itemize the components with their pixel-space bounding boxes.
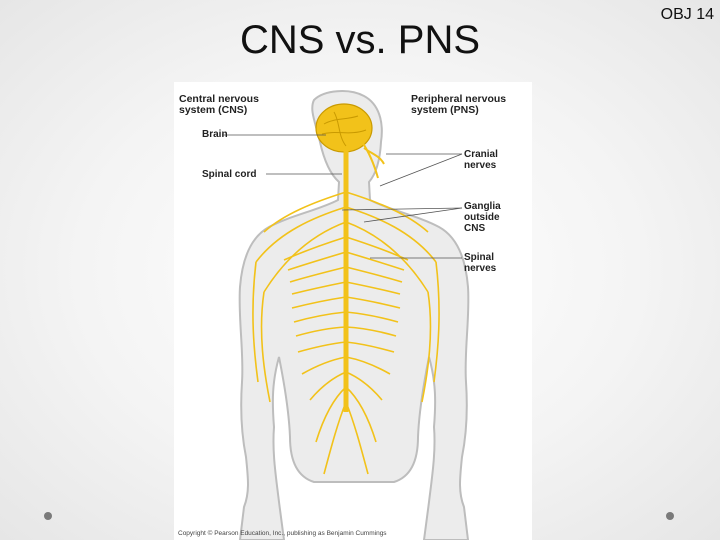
cranial-nerves-label: Cranial nerves — [464, 149, 498, 171]
cns-header: Central nervous system (CNS) — [179, 93, 259, 116]
left-corner-dot — [44, 512, 52, 520]
copyright-notice: Copyright © Pearson Education, Inc., pub… — [178, 530, 387, 537]
ganglia-label: Ganglia outside CNS — [464, 201, 501, 234]
objective-tag: OBJ 14 — [660, 6, 714, 23]
spinal-cord-label: Spinal cord — [202, 169, 257, 180]
pns-header: Peripheral nervous system (PNS) — [411, 93, 507, 116]
body-illustration — [222, 90, 470, 540]
brain-label: Brain — [202, 129, 228, 140]
body-outline — [238, 90, 470, 540]
nervous-system-figure: Central nervous system (CNS) Peripheral … — [174, 82, 532, 540]
right-corner-dot — [666, 512, 674, 520]
spinal-nerves-label: Spinal nerves — [464, 252, 497, 274]
slide-title: CNS vs. PNS — [239, 18, 481, 62]
